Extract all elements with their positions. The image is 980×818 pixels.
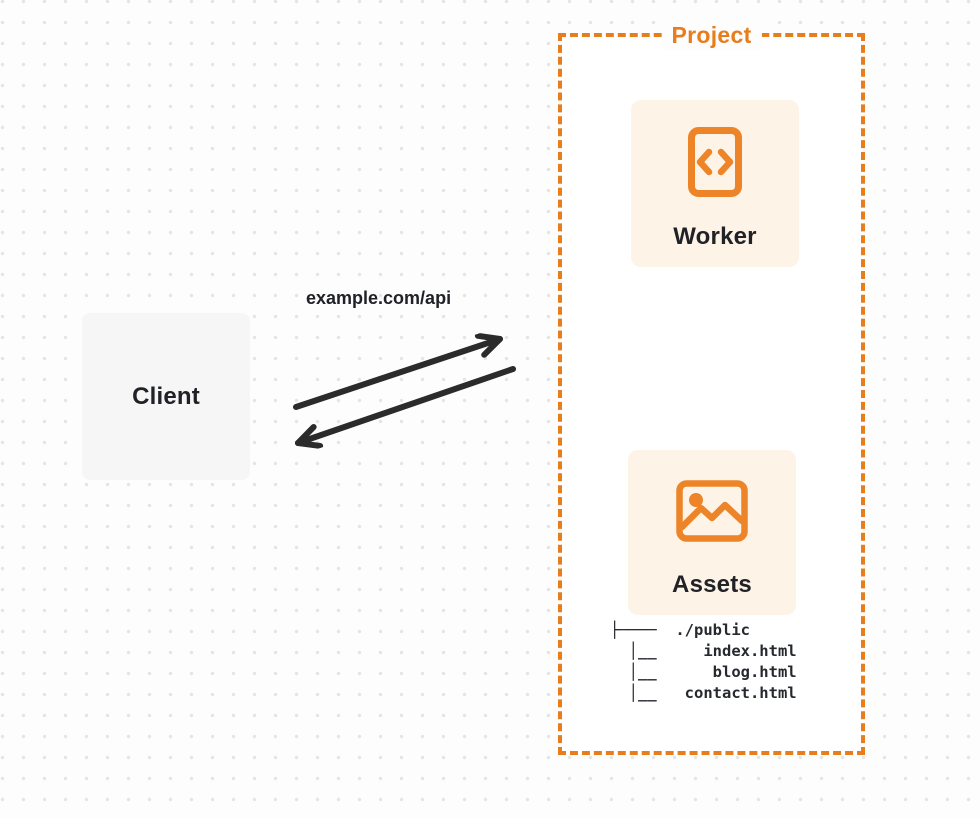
image-icon	[676, 480, 748, 542]
request-url-label: example.com/api	[306, 288, 452, 308]
file-tree: ├──── ./public │__ index.html │__ blog.h…	[610, 621, 797, 702]
assets-node: Assets	[628, 450, 796, 615]
client-label: Client	[132, 382, 200, 410]
code-file-icon	[688, 127, 742, 197]
worker-label: Worker	[673, 223, 757, 250]
project-boundary: Project Worker Assets ├──── ./public │__…	[558, 20, 865, 755]
project-label: Project	[661, 20, 762, 50]
client-node: Client	[82, 313, 250, 480]
response-arrow	[295, 366, 516, 443]
worker-node: Worker	[631, 100, 799, 267]
request-arrow	[293, 339, 503, 410]
assets-label: Assets	[672, 571, 752, 598]
